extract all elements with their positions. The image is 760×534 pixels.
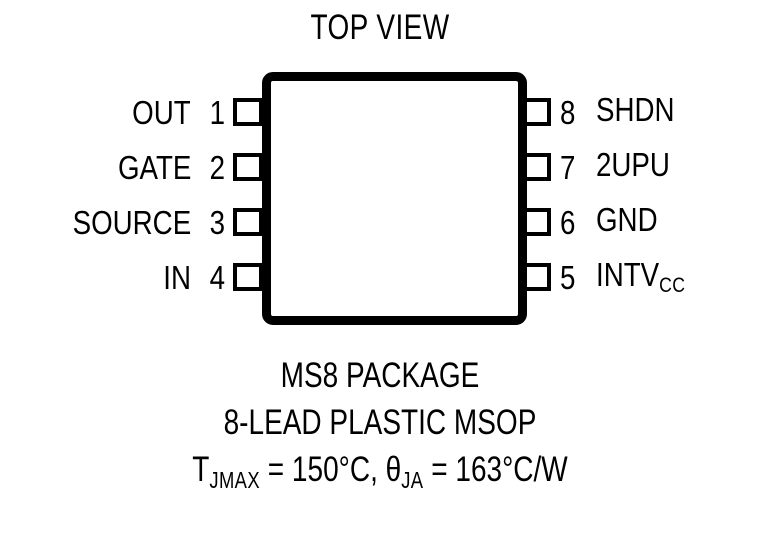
pin-label-7: 7 2UPU [560, 148, 760, 186]
pin-label-3: SOURCE 3 [0, 203, 225, 241]
pin-number-2: 2 [209, 148, 225, 186]
caption-thermal-spec: TJMAX = 150°C, θJA = 163°C/W [76, 446, 684, 497]
pin-name-6-text: GND [596, 201, 658, 238]
pin-number-1: 1 [209, 93, 225, 131]
tjmax-value: = 150°C, [260, 450, 386, 489]
package-caption: MS8 PACKAGE 8-LEAD PLASTIC MSOP TJMAX = … [0, 352, 760, 497]
tjmax-symbol: T [192, 450, 210, 489]
pin-name-8: SHDN [596, 93, 675, 131]
diagram-title: TOP VIEW [310, 8, 450, 47]
theta-subscript: JA [401, 467, 424, 493]
lead-pin-4 [233, 263, 263, 291]
lead-pin-3 [233, 208, 263, 236]
tjmax-subscript: JMAX [209, 467, 261, 493]
pin-name-7: 2UPU [596, 148, 670, 186]
theta-value: = 163°C/W [423, 450, 568, 489]
lead-pin-1 [233, 98, 263, 126]
lead-pin-2 [233, 153, 263, 181]
pin-name-7-text: 2UPU [596, 146, 670, 183]
caption-package-type: 8-LEAD PLASTIC MSOP [223, 403, 537, 442]
pin-label-5: 5 INTVCC [560, 258, 760, 297]
pin-label-6: 6 GND [560, 203, 760, 241]
pin-name-6: GND [596, 203, 658, 241]
caption-package-name: MS8 PACKAGE [280, 356, 480, 395]
pin-label-4: IN 4 [0, 258, 225, 296]
pin-number-6: 6 [560, 203, 576, 241]
pin-name-1: OUT [132, 93, 191, 131]
pin-number-5: 5 [560, 258, 576, 296]
pin-name-2: GATE [117, 148, 191, 186]
pin-name-4: IN [163, 258, 191, 296]
pin-name-5-text: INTV [596, 256, 660, 293]
pin-number-8: 8 [560, 93, 576, 131]
pin-number-4: 4 [209, 258, 225, 296]
pin-label-1: OUT 1 [0, 93, 225, 131]
pin-label-2: GATE 2 [0, 148, 225, 186]
pin-name-3: SOURCE [72, 203, 191, 241]
pin-number-7: 7 [560, 148, 576, 186]
pin-name-5-subscript: CC [659, 274, 686, 297]
theta-symbol: θ [385, 450, 402, 489]
pin-number-3: 3 [209, 203, 225, 241]
pin-name-8-text: SHDN [596, 91, 675, 128]
package-body-outline [262, 72, 527, 325]
pin-label-8: 8 SHDN [560, 93, 760, 131]
pin-name-5: INTVCC [596, 256, 686, 297]
